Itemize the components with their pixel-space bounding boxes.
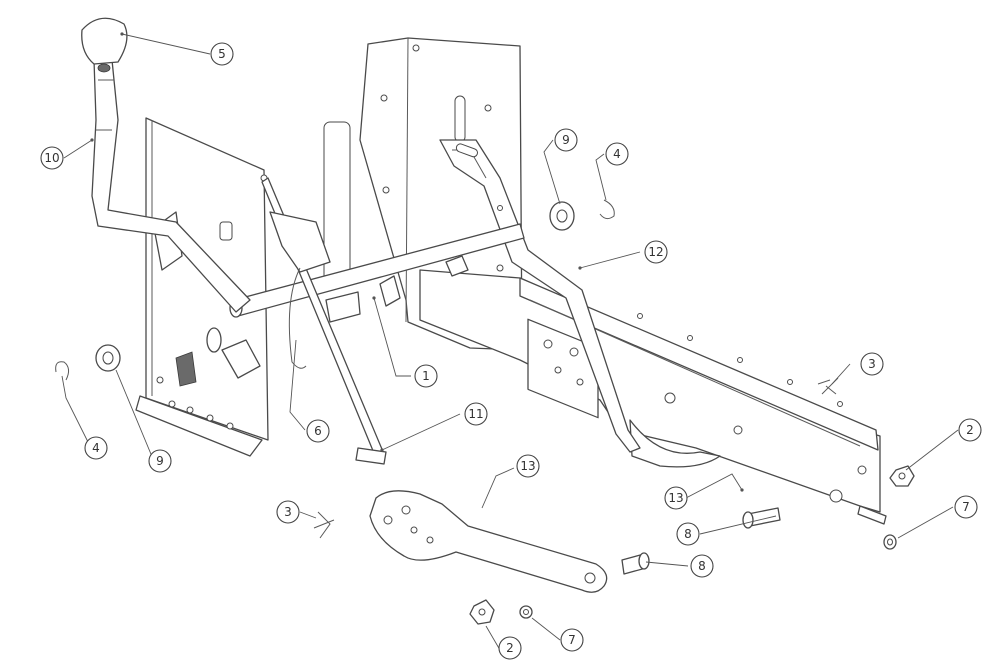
link-plate xyxy=(369,490,608,593)
clip-left xyxy=(55,361,70,381)
callout-label: 2 xyxy=(506,641,514,655)
callout-label: 9 xyxy=(562,133,570,147)
callout-label: 7 xyxy=(568,633,576,647)
callout-label: 11 xyxy=(468,407,483,421)
callout-2-right: 2 xyxy=(958,418,982,442)
leader-lines xyxy=(61,32,959,651)
callout-3-right: 3 xyxy=(860,352,884,376)
bushing-left xyxy=(95,344,121,372)
clip-upper xyxy=(599,199,615,220)
callout-10: 10 xyxy=(40,146,64,170)
right-lift-lever xyxy=(439,139,641,453)
washer-right xyxy=(883,534,897,550)
callout-label: 8 xyxy=(698,559,706,573)
callout-label: 8 xyxy=(684,527,692,541)
callout-11: 11 xyxy=(464,402,488,426)
callout-9-upper: 9 xyxy=(554,128,578,152)
washer-lower xyxy=(519,605,533,619)
callout-5: 5 xyxy=(210,42,234,66)
callout-label: 3 xyxy=(284,505,292,519)
callout-8-right: 8 xyxy=(676,522,700,546)
callout-label: 4 xyxy=(613,147,621,161)
bushing-upper xyxy=(549,201,575,231)
callout-label: 6 xyxy=(314,424,322,438)
callout-7-lower: 7 xyxy=(560,628,584,652)
callout-9-lower: 9 xyxy=(148,449,172,473)
nut-lower xyxy=(469,599,495,625)
callout-label: 13 xyxy=(668,491,683,505)
callout-label: 13 xyxy=(520,459,535,473)
callout-4-upper: 4 xyxy=(605,142,629,166)
callout-13-right: 13 xyxy=(664,486,688,510)
callout-12: 12 xyxy=(644,240,668,264)
callout-label: 4 xyxy=(92,441,100,455)
callout-6: 6 xyxy=(306,419,330,443)
callout-label: 2 xyxy=(966,423,974,437)
center-linkage xyxy=(221,177,469,465)
callout-label: 3 xyxy=(868,357,876,371)
right-rail-bracket xyxy=(419,269,887,525)
spring-pin-lower xyxy=(313,511,335,539)
callout-3-lower: 3 xyxy=(276,500,300,524)
callout-2-lower: 2 xyxy=(498,636,522,660)
nut-right xyxy=(889,465,915,487)
callout-label: 12 xyxy=(648,245,663,259)
shoulder-bolt-right xyxy=(742,507,781,529)
callout-4-lower: 4 xyxy=(84,436,108,460)
callout-label: 1 xyxy=(422,369,430,383)
shift-lever-assembly xyxy=(81,17,251,313)
callout-label: 5 xyxy=(218,47,226,61)
left-side-panel xyxy=(135,117,269,457)
callout-13-lower: 13 xyxy=(516,454,540,478)
callout-label: 9 xyxy=(156,454,164,468)
callout-1: 1 xyxy=(414,364,438,388)
callout-8-lower: 8 xyxy=(690,554,714,578)
shoulder-bolt-lower xyxy=(621,552,650,575)
callout-label: 10 xyxy=(44,151,59,165)
callout-7-right: 7 xyxy=(954,495,978,519)
callout-label: 7 xyxy=(962,500,970,514)
